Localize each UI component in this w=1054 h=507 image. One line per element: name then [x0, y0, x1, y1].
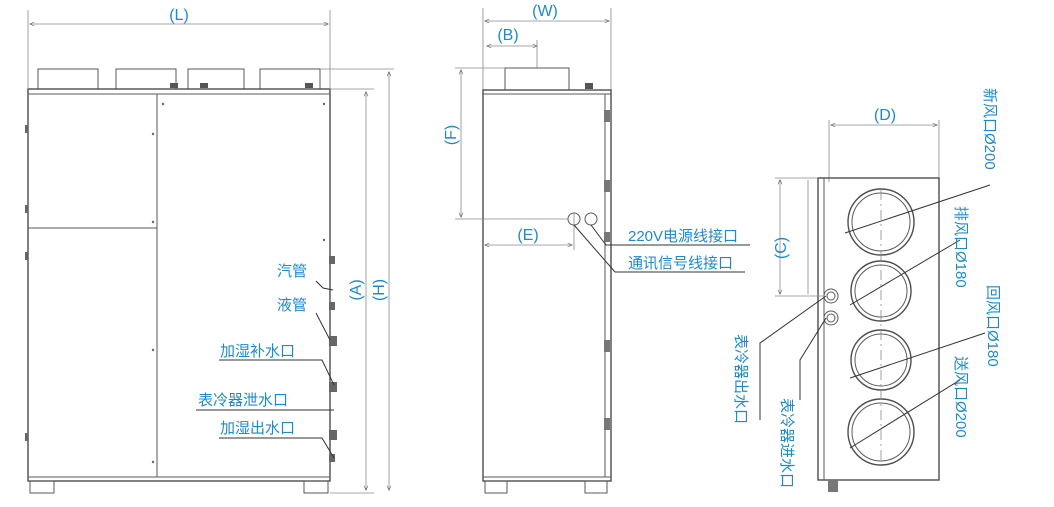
label-humidify-supply: 加湿补水口 — [220, 343, 295, 360]
label-liquid-pipe: 液管 — [277, 297, 307, 314]
dim-A-label: (A) — [348, 279, 365, 300]
label-cooler-water-out: 表冷器出水口 — [732, 334, 749, 424]
label-signal-port: 通讯信号线接口 — [628, 255, 733, 272]
dim-W-label: (W) — [532, 3, 558, 20]
label-cooler-drain: 表冷器泄水口 — [198, 392, 288, 409]
label-steam-pipe: 汽管 — [277, 263, 307, 280]
label-cooler-water-in: 表冷器进水口 — [778, 398, 795, 488]
side-view: (W) (B) (F) (E) 220V电源线接口 — [443, 3, 750, 494]
dim-D-label: (D) — [874, 107, 896, 124]
dim-L-label: (L) — [169, 7, 189, 24]
dim-H-label: (H) — [371, 279, 388, 301]
front-view: (L) — [25, 7, 394, 494]
dim-C-label: (C) — [773, 237, 790, 259]
dim-B-label: (B) — [497, 27, 518, 44]
dim-F-label: (F) — [443, 125, 460, 145]
label-humidify-outlet: 加湿出水口 — [220, 420, 295, 437]
label-power-port: 220V电源线接口 — [628, 228, 738, 245]
label-fresh-air: 新风口Ø200 — [981, 88, 998, 170]
label-supply-air: 送风口Ø200 — [952, 356, 969, 438]
label-exhaust-air: 排风口Ø180 — [952, 206, 969, 288]
back-view: (D) (C) 新风口Ø200 排风口 — [732, 88, 1001, 492]
label-return-air: 回风口Ø180 — [984, 285, 1001, 367]
dim-E-label: (E) — [517, 227, 538, 244]
